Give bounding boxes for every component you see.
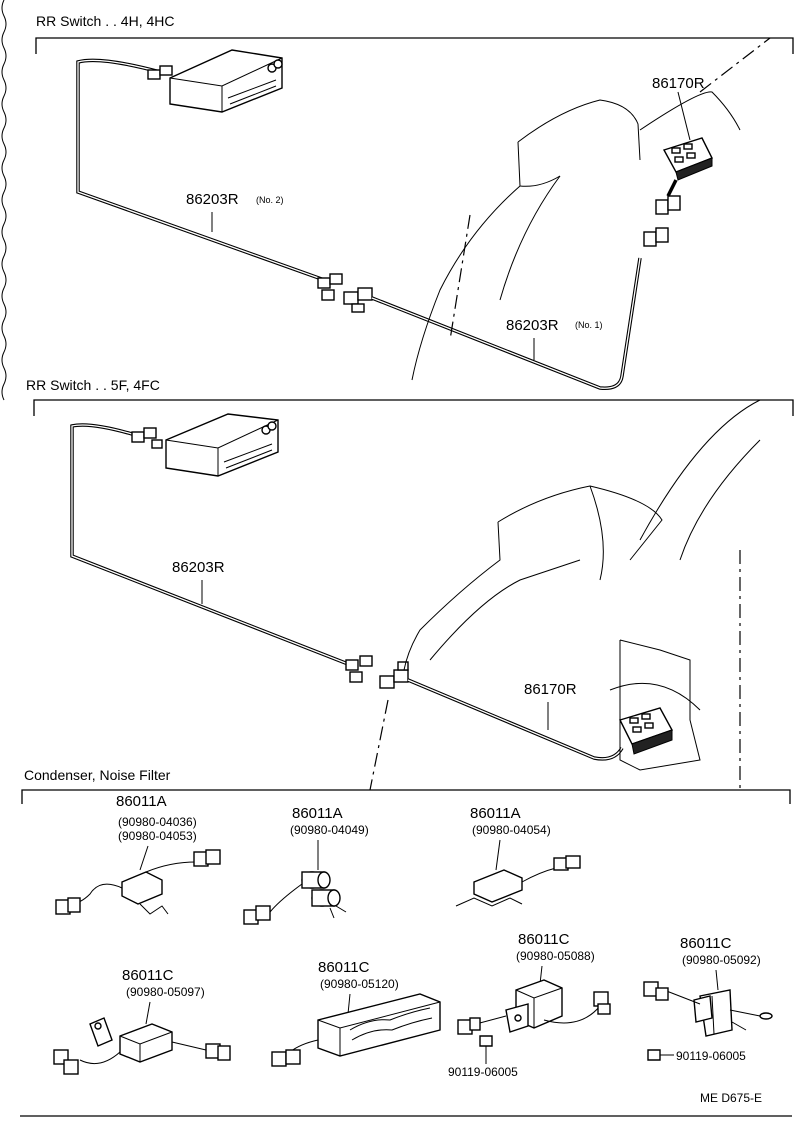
section-title-top: RR Switch . . 4H, 4HC [36,13,174,29]
seat-outline-middle [369,399,761,791]
rr-switch-middle [619,707,674,755]
filter-6-part: 86011C [518,931,570,948]
filter-1-part: 86011A [116,793,167,810]
rr-switch-top [662,137,713,181]
connector-mid-mid [345,655,409,689]
section-bracket-bottom [21,789,791,804]
section-bracket-middle [33,399,794,416]
filter-6-screw: 90119-06005 [448,1065,518,1079]
torn-edge [1,0,7,401]
footer-code: ME D675-E [700,1091,762,1105]
connector-top-switch [643,195,681,247]
filter-5-code-1: (90980-05120) [320,977,399,991]
label-top-switch: 86170R [652,75,705,92]
label-middle-harness: 86203R [172,559,225,576]
seat-outline-top [411,37,771,381]
filter-2-part: 86011A [292,805,343,822]
connector-top-radio [147,65,173,80]
section-title-middle: RR Switch . . 5F, 4FC [26,377,160,393]
connector-top-mid [317,273,373,313]
filter-3-part: 86011A [470,805,521,822]
connector-mid-radio [131,427,163,449]
filter-3-code-1: (90980-04054) [472,823,551,837]
filter-7-part: 86011C [680,935,732,952]
section-bracket-top [35,37,794,54]
label-top-harness-no1-note: (No. 1) [575,320,603,330]
filter-3: 86011A (90980-04054) [455,805,581,907]
section-top: RR Switch . . 4H, 4HC [35,13,794,390]
filter-7-screw: 90119-06005 [676,1049,746,1063]
label-top-harness-no2-note: (No. 2) [256,195,284,205]
radio-unit-middle [165,413,279,477]
filter-5-part: 86011C [318,959,370,976]
filter-4: 86011C (90980-05097) [53,967,231,1075]
filter-5: 86011C (90980-05120) [271,959,441,1067]
section-title-bottom: Condenser, Noise Filter [24,767,171,783]
label-top-harness-no2: 86203R [186,191,239,208]
filter-1: 86011A (90980-04036) (90980-04053) [55,793,221,915]
filter-6: 86011C (90980-05088) 90119-06005 [448,931,611,1079]
label-middle-switch: 86170R [524,681,577,698]
filter-7-code-1: (90980-05092) [682,953,761,967]
radio-unit-top [169,49,283,113]
filter-2: 86011A (90980-04049) [243,805,369,925]
filter-4-code-1: (90980-05097) [126,985,205,999]
label-top-harness-no1: 86203R [506,317,559,334]
section-bottom: Condenser, Noise Filter 86011A (90980-04… [20,767,792,1117]
filter-2-code-1: (90980-04049) [290,823,369,837]
filter-7: 86011C (90980-05092) 90119-06005 [643,935,773,1063]
filter-1-code-1: (90980-04036) [118,815,197,829]
section-middle: RR Switch . . 5F, 4FC [26,377,794,791]
filter-6-code-1: (90980-05088) [516,949,595,963]
filter-1-code-2: (90980-04053) [118,829,197,843]
filter-4-part: 86011C [122,967,174,984]
